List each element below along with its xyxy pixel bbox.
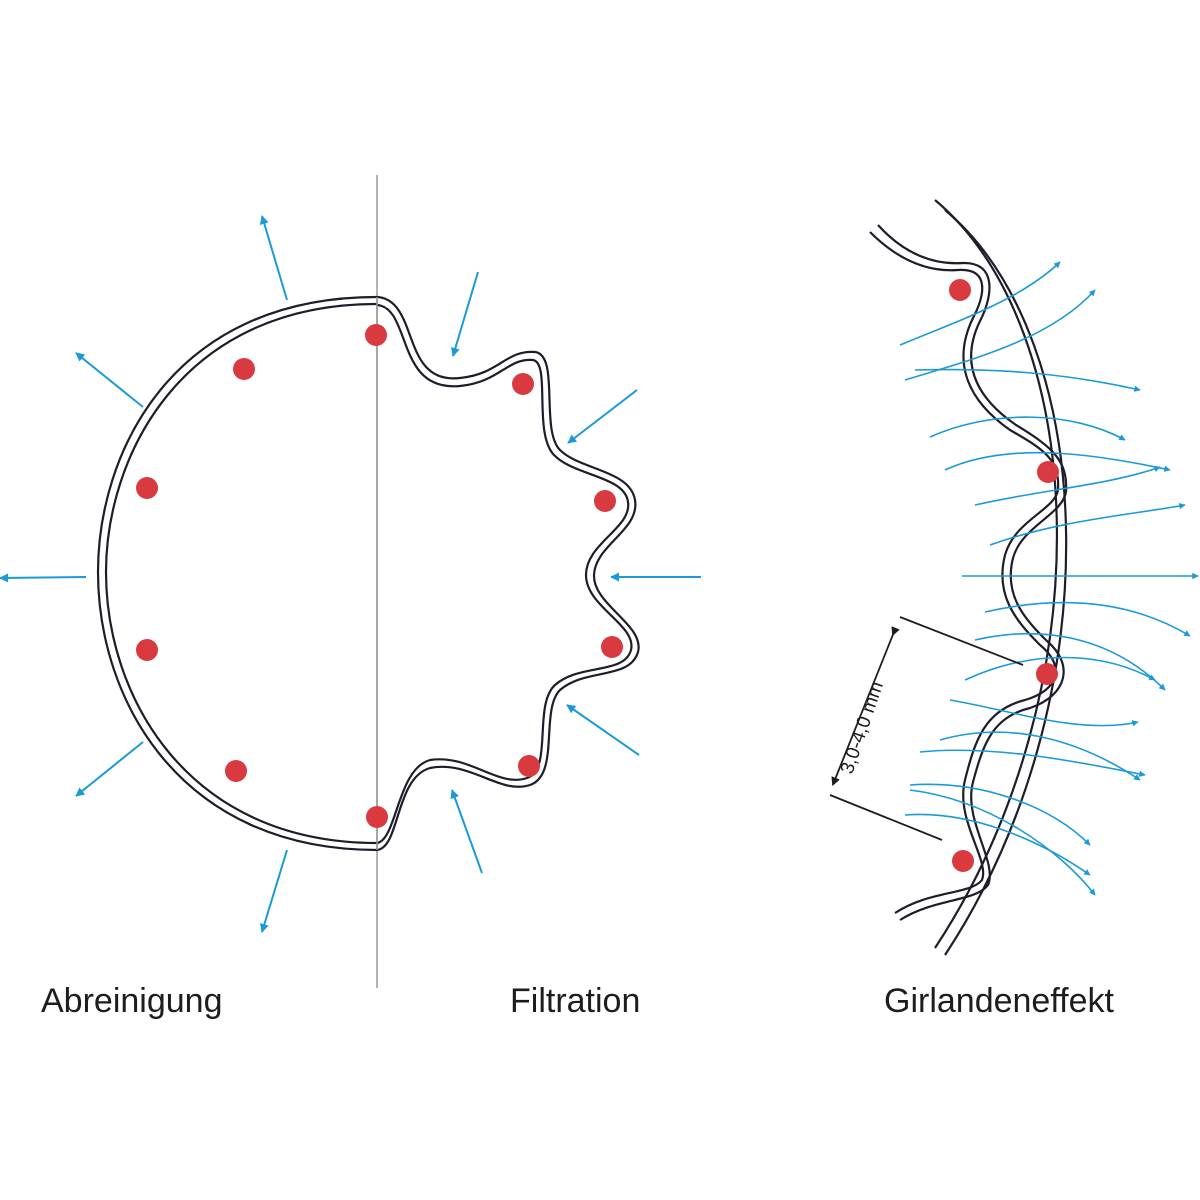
outward-arrow <box>75 352 144 408</box>
flow-arrow <box>974 632 1166 691</box>
dimension-label: 3,0-4,0 mm <box>837 679 888 777</box>
flow-arrow <box>984 601 1191 637</box>
dimension-annotation <box>829 616 1024 841</box>
filter-medium-wave <box>869 224 1068 921</box>
particle-dot <box>365 324 387 346</box>
support-cage-arc <box>934 199 1068 956</box>
particle-dot <box>136 639 158 661</box>
flow-arrow <box>949 699 1139 727</box>
flow-arrow <box>944 451 1171 472</box>
flow-arrow <box>974 465 1161 506</box>
particle-dot <box>225 760 247 782</box>
particle-dot <box>136 477 158 499</box>
flow-arrow <box>904 289 1096 381</box>
flow-arrow <box>914 368 1141 392</box>
particle-dot <box>518 755 540 777</box>
flow-arrow <box>964 656 1156 681</box>
cleaning-arrows <box>0 215 288 933</box>
particle-dot <box>512 373 534 395</box>
filtration-arrows <box>450 271 701 874</box>
label-garland-effect: Girlandeneffekt <box>884 982 1114 1020</box>
flow-arrow <box>919 749 1146 778</box>
particle-dot <box>1037 461 1059 483</box>
dimension-line <box>831 626 900 787</box>
flow-arrow <box>904 813 1091 876</box>
flow-arrow <box>899 261 1061 346</box>
label-filtration: Filtration <box>510 982 641 1020</box>
dimension-leader-top <box>899 616 1024 666</box>
flow-arrow <box>989 502 1186 546</box>
inward-arrow <box>567 389 638 444</box>
outward-arrow <box>75 741 144 797</box>
filtration-bag-outline <box>376 295 640 852</box>
flow-arrow <box>929 416 1126 441</box>
outward-arrow <box>260 849 288 933</box>
inward-arrow <box>566 704 640 756</box>
flow-arrow <box>909 783 1091 846</box>
particle-dot <box>594 490 616 512</box>
particle-dot <box>233 358 255 380</box>
garland-flow-arrows <box>899 261 1199 896</box>
particle-dot <box>366 806 388 828</box>
outward-arrow <box>259 215 288 301</box>
particle-dot <box>952 850 974 872</box>
particle-dot <box>949 279 971 301</box>
flow-arrow <box>909 789 1096 896</box>
inward-arrow <box>450 789 483 874</box>
outward-arrow <box>0 573 87 583</box>
cleaning-bag-outline <box>96 295 378 852</box>
particle-dot <box>601 636 623 658</box>
flow-arrow <box>939 731 1141 781</box>
inward-arrow <box>450 271 479 357</box>
particle-dots <box>136 279 1059 872</box>
dimension-leader-bottom <box>829 794 943 841</box>
label-cleaning: Abreinigung <box>41 982 223 1020</box>
particle-dot <box>1036 663 1058 685</box>
